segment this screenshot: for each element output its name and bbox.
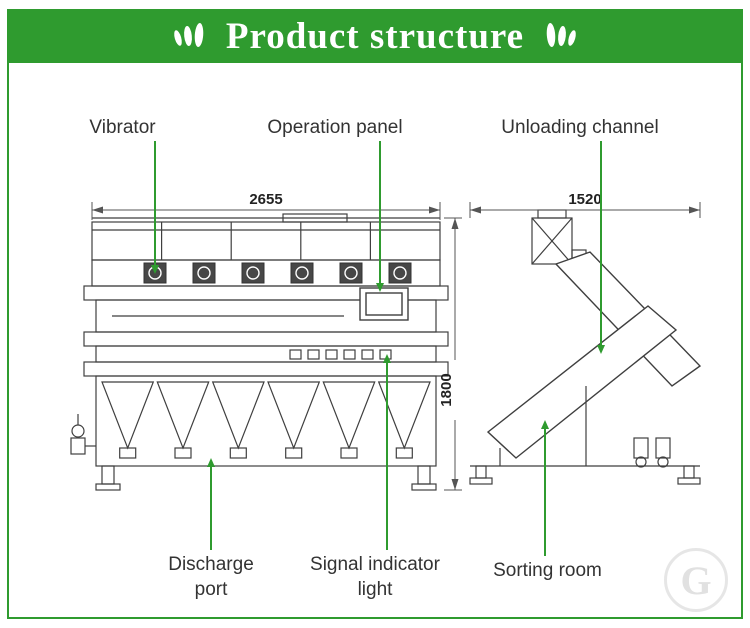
header-banner: Product structure — [7, 9, 743, 63]
vibrator-units — [143, 262, 412, 284]
dimension-side-width-value: 1520 — [568, 191, 601, 208]
dimension-height — [444, 217, 462, 491]
label-discharge-port: Discharge port — [168, 554, 254, 600]
wheat-icon-left — [174, 23, 204, 47]
side-view-base — [469, 386, 701, 485]
dimension-side-width — [469, 202, 701, 218]
label-operation-panel: Operation panel — [267, 117, 403, 138]
label-unloading-channel: Unloading channel — [501, 117, 659, 138]
machine-side-view — [531, 209, 587, 265]
watermark-logo: G — [664, 548, 728, 612]
label-vibrator: Vibrator — [89, 117, 156, 138]
operation-panel-drawing — [359, 287, 409, 321]
label-signal-indicator-light: Signal indicator light — [310, 554, 440, 600]
watermark-letter: G — [680, 557, 712, 603]
dimension-height-value: 1800 — [438, 373, 455, 406]
dimension-front-width — [91, 202, 441, 220]
wheat-icon-right — [546, 23, 576, 47]
label-sorting-room: Sorting room — [493, 560, 602, 581]
machine-front-view — [70, 213, 449, 491]
side-view-chutes — [486, 251, 702, 459]
dimension-front-width-value: 2655 — [249, 191, 282, 208]
callout-lines — [151, 141, 605, 556]
page-title: Product structure — [225, 15, 525, 57]
